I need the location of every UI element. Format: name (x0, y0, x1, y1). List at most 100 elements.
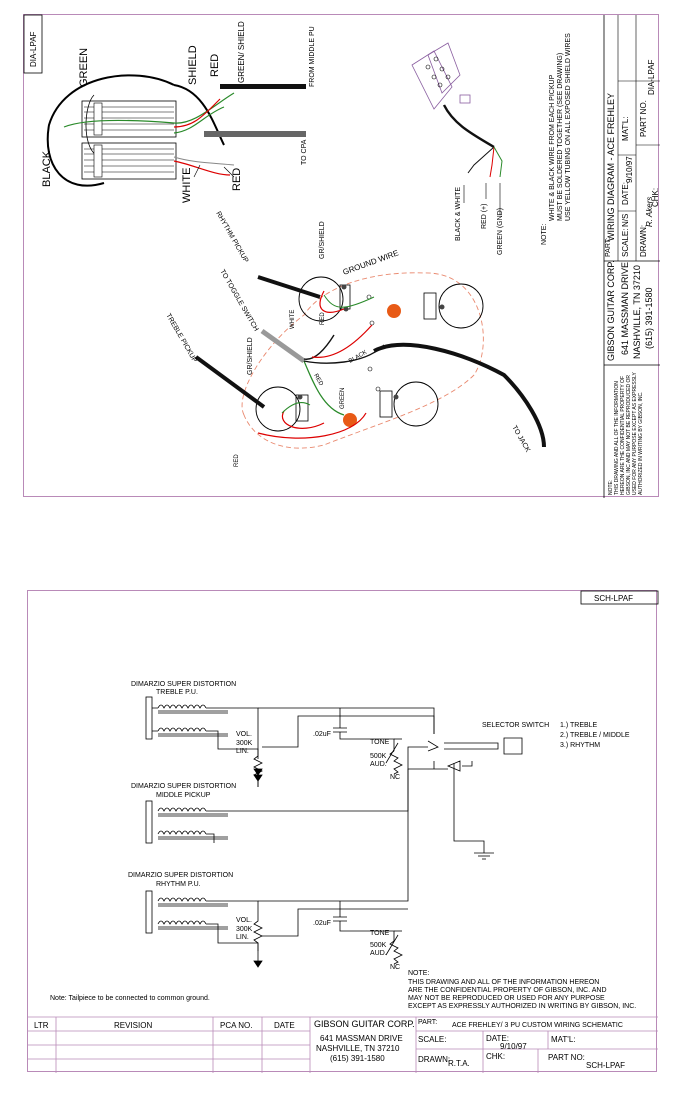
tb1-note-2: THIS DRAWING AND ALL OF THE INFORMATION (614, 381, 620, 495)
label-from-middle-pu: FROM MIDDLE PU (309, 26, 316, 87)
treble-title-1: DIMARZIO SUPER DISTORTION (131, 681, 236, 688)
treble-tone-val1: 500K (370, 753, 387, 760)
label-treble-pickup: TREBLE PICKUP (164, 313, 198, 365)
tb2-phone: (615) 391-1580 (330, 1054, 385, 1063)
tb1-scale-label: SCALE: (621, 229, 630, 257)
tb1-note-1: NOTE: (608, 480, 614, 495)
tb1-part-label: PART: (605, 238, 612, 257)
treble-cap: .02uF (313, 731, 331, 738)
capacitor-2 (343, 413, 357, 427)
treble-tone-val2: AUD. (370, 761, 387, 768)
rhythm-vol: VOL. (236, 917, 252, 924)
tb1-chk-label: CHK: (651, 188, 660, 207)
tb1-part-no-label: PART NO. (639, 100, 648, 137)
tb2-date-label: DATE: (486, 1034, 509, 1043)
tb1-scale-value: N/S (621, 214, 630, 227)
label-green-wire: GREEN (340, 388, 346, 409)
treble-pickup-coils (145, 696, 435, 787)
rhythm-title-1: DIMARZIO SUPER DISTORTION (128, 872, 233, 879)
schematic-sheet: SCH-LPAF DIMARZIO SUPER DISTORTION TREBL… (27, 590, 659, 1073)
label-gr-shield-1: GR/SHIELD (319, 221, 326, 259)
label-red-top: RED (209, 54, 221, 77)
selector-option-1: 1.) TREBLE (560, 722, 598, 729)
tb1-matl-label: MAT'L: (621, 117, 630, 142)
tb1-note-3: HEREON ARE THE CONFIDENTIAL PROPERTY OF (620, 376, 626, 495)
treble-title-2: TREBLE P.U. (156, 689, 198, 696)
treble-vol-val1: 300K (236, 740, 253, 747)
schematic-note-title: NOTE: (408, 970, 429, 977)
tb2-date-value: 9/10/97 (500, 1042, 527, 1051)
rhythm-pickup-coils (145, 768, 434, 968)
tb2-revision: REVISION (114, 1021, 153, 1030)
schematic-tag: SCH-LPAF (594, 594, 633, 603)
schematic-note-1: THIS DRAWING AND ALL OF THE INFORMATION … (408, 979, 599, 986)
label-white-wire: WHITE (290, 310, 296, 329)
tb2-company: GIBSON GUITAR CORP. (314, 1019, 415, 1029)
label-gr-shield-2: GR/SHIELD (247, 337, 254, 375)
from-middle-pu-cable (220, 84, 306, 89)
tb2-date: DATE (274, 1021, 295, 1030)
label-to-jack: TO JACK (510, 425, 531, 454)
tb1-address2: NASHVILLE, TN 37210 (632, 265, 642, 359)
tb1-phone: (615) 391-1580 (644, 287, 654, 349)
schematic-note-4: EXCEPT AS EXPRESSLY AUTHORIZED IN WRITIN… (408, 1003, 636, 1010)
tb2-address2: NASHVILLE, TN 37210 (316, 1044, 400, 1053)
tb2-matl-label: MAT'L: (551, 1035, 576, 1044)
tb2-part-value: ACE FREHLEY/ 3 PU CUSTOM WIRING SCHEMATI… (452, 1022, 623, 1029)
wiring-note-title: NOTE: (541, 224, 548, 245)
wiring-title-block (603, 15, 660, 498)
selector-option-3: 3.) RHYTHM (560, 742, 600, 749)
label-ground-wire: GROUND WIRE (342, 248, 400, 277)
label-to-toggle-switch: TO TOGGLE SWITCH (218, 269, 259, 333)
control-cavity-drawing (194, 272, 546, 449)
tb1-drawn-label: DRAWN: (639, 225, 648, 257)
tb1-drawn-value: R. Akers (645, 197, 654, 227)
label-red-wire-2: RED (312, 373, 324, 388)
rhythm-nc: NC (390, 964, 400, 971)
rhythm-tone: TONE (370, 930, 390, 937)
wiring-diagram-drawing: DIA-LPAF GREEN SHIELD RED GREEN/ (23, 14, 660, 498)
wiring-diagram-sheet: DIA-LPAF GREEN SHIELD RED GREEN/ (23, 14, 660, 498)
treble-tone: TONE (370, 739, 390, 746)
tb1-company: GIBSON GUITAR CORP. (606, 260, 616, 361)
label-red-wire-1: RED (320, 312, 326, 325)
label-green: GREEN (78, 48, 90, 87)
tailpiece-note: Note: Tailpiece to be connected to commo… (50, 995, 210, 1002)
tb1-note-4: GIBSON, INC AND MAY NOT BE REPRODUCED OR (626, 375, 632, 495)
rhythm-cap: .02uF (313, 920, 331, 927)
tb1-date-value: 9/10/97 (625, 156, 634, 183)
tb2-address1: 641 MASSMAN DRIVE (320, 1034, 403, 1043)
tb2-scale-label: SCALE: (418, 1035, 447, 1044)
schematic-note-3: MAY NOT BE REPRODUCED OR USED FOR ANY PU… (408, 995, 605, 1002)
schematic-drawing: SCH-LPAF DIMARZIO SUPER DISTORTION TREBL… (28, 590, 659, 1073)
tb1-date-label: DATE: (621, 182, 630, 205)
tb2-ltr: LTR (34, 1021, 49, 1030)
tb2-drawn-label: DRAWN: (418, 1055, 451, 1064)
treble-nc: NC (390, 774, 400, 781)
output-jack-connector (411, 42, 503, 215)
selector-switch-label: SELECTOR SWITCH (482, 722, 549, 729)
tb2-drawn-value: R.T.A. (448, 1059, 470, 1068)
tb1-part-no-value: DIA-LPAF (647, 59, 656, 95)
schematic-note-2: ARE THE CONFIDENTIAL PROPERTY OF GIBSON,… (408, 987, 607, 994)
wiring-note-line-1: WHITE & BLACK WIRE FROM EACH PICKUP (549, 74, 556, 221)
tb2-part-no-value: SCH-LPAF (586, 1061, 625, 1070)
label-black: BLACK (41, 150, 53, 187)
rhythm-title-2: RHYTHM P.U. (156, 881, 201, 888)
selector-switch-symbol (427, 737, 523, 860)
label-shield: SHIELD (187, 45, 199, 85)
tb1-note-5: USED FOR ANY PURPOSE EXCEPT AS EXPRESSLY (632, 372, 638, 495)
tb1-address1: 641 MASSMAN DRIVE (620, 262, 630, 355)
label-green-shield: GREEN/ SHIELD (237, 21, 246, 83)
treble-vol-val2: LIN. (236, 748, 249, 755)
label-black-white: BLACK & WHITE (455, 187, 462, 241)
middle-title-1: DIMARZIO SUPER DISTORTION (131, 783, 236, 790)
wiring-tag: DIA-LPAF (29, 31, 38, 67)
rhythm-tone-val2: AUD. (370, 950, 387, 957)
to-cpa-cable (204, 131, 306, 137)
label-red-plus: RED (+) (481, 204, 488, 229)
wiring-note-line-3: USE YELLOW TUBING ON ALL EXPOSED SHIELD … (565, 33, 572, 221)
rhythm-tone-val1: 500K (370, 942, 387, 949)
treble-vol: VOL. (236, 731, 252, 738)
tb2-part-no-label: PART NO: (548, 1053, 585, 1062)
